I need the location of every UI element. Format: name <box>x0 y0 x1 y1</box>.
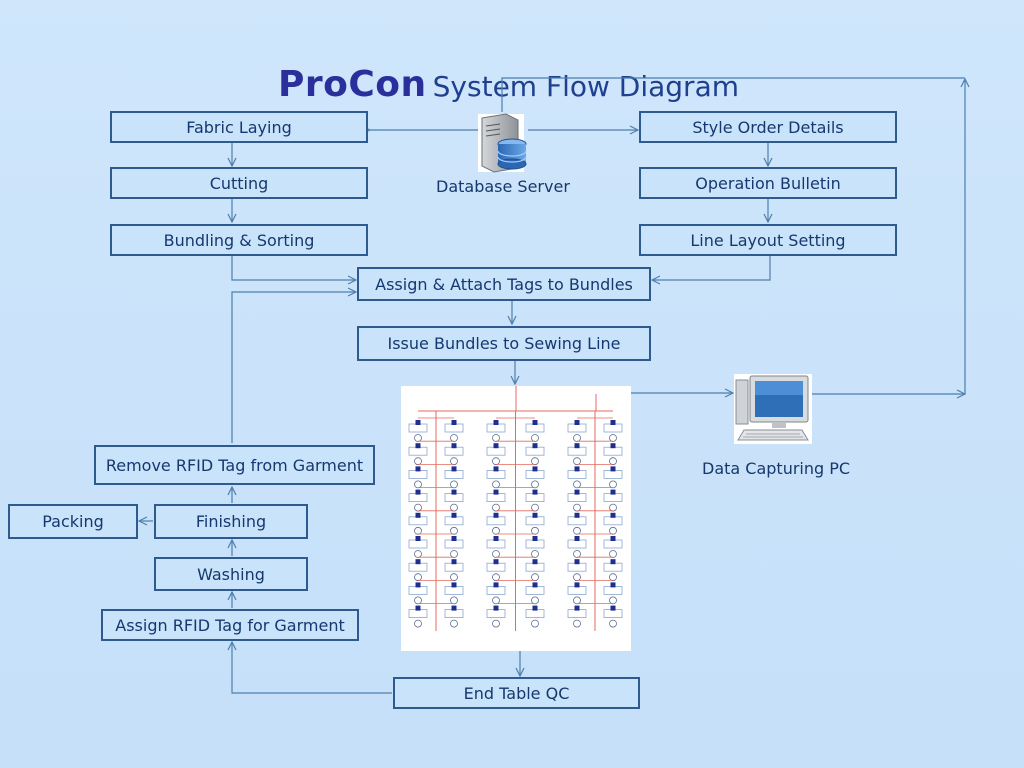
node-operation-bulletin: Operation Bulletin <box>639 167 897 199</box>
database-server-label: Database Server <box>436 177 570 196</box>
node-line-layout-setting: Line Layout Setting <box>639 224 897 256</box>
desktop-computer-icon <box>734 374 812 444</box>
title-text: System Flow Diagram <box>432 70 740 103</box>
node-remove-rfid-tag: Remove RFID Tag from Garment <box>94 445 375 485</box>
node-assign-attach-tags: Assign & Attach Tags to Bundles <box>357 267 651 301</box>
node-bundling-sorting: Bundling & Sorting <box>110 224 368 256</box>
node-fabric-laying: Fabric Laying <box>110 111 368 143</box>
sewing-line-layout-icon <box>401 386 631 651</box>
node-assign-rfid-tag: Assign RFID Tag for Garment <box>101 609 359 641</box>
data-capturing-pc-label: Data Capturing PC <box>702 459 851 478</box>
node-packing: Packing <box>8 504 138 539</box>
node-washing: Washing <box>154 557 308 591</box>
database-server-icon <box>476 112 530 174</box>
node-cutting: Cutting <box>110 167 368 199</box>
title-brand: ProCon <box>278 64 427 105</box>
node-issue-bundles: Issue Bundles to Sewing Line <box>357 326 651 361</box>
node-finishing: Finishing <box>154 504 308 539</box>
node-style-order-details: Style Order Details <box>639 111 897 143</box>
node-end-table-qc: End Table QC <box>393 677 640 709</box>
